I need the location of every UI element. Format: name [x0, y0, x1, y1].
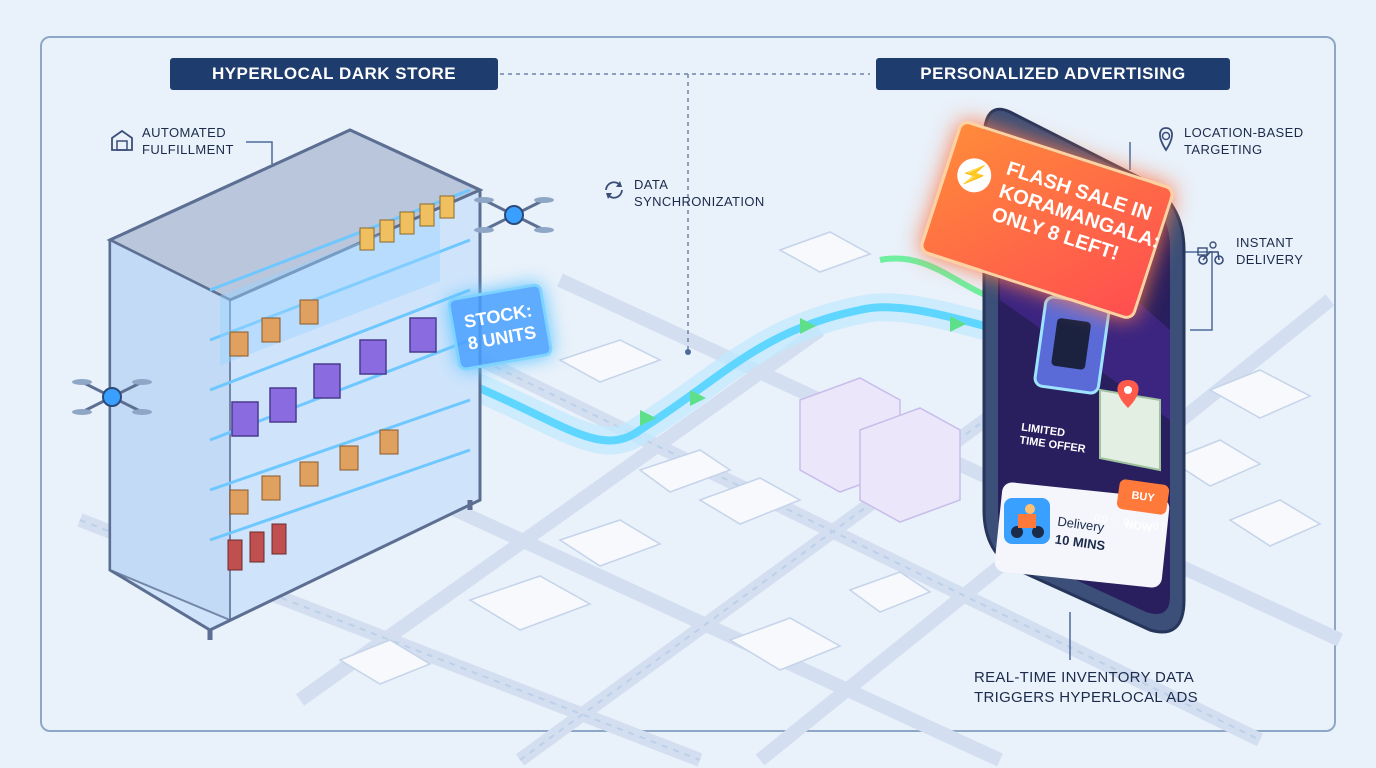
warehouse-icon [111, 129, 133, 151]
delivery-scooter-icon [1197, 241, 1224, 265]
label-instant-delivery: INSTANT DELIVERY [1236, 234, 1303, 268]
label-data-sync: DATA SYNCHRONIZATION [634, 176, 765, 210]
lightning-icon: ⚡ [952, 153, 996, 197]
label-line: INSTANT [1236, 235, 1294, 250]
footer-line-2: TRIGGERS HYPERLOCAL ADS [974, 689, 1198, 706]
label-line: DATA [634, 177, 669, 192]
label-line: SYNCHRONIZATION [634, 194, 765, 209]
drone-icon [474, 197, 554, 233]
delivery-scooter-icon [1004, 498, 1050, 544]
drone-icon [72, 379, 152, 415]
outer-frame [40, 36, 1336, 732]
header-advertising: PERSONALIZED ADVERTISING [876, 58, 1230, 90]
label-line: LOCATION-BASED [1184, 125, 1304, 140]
label-line: DELIVERY [1236, 252, 1304, 267]
label-location-targeting: LOCATION-BASED TARGETING [1184, 124, 1304, 158]
label-line: FULFILLMENT [142, 142, 234, 157]
location-pin-icon [1159, 127, 1173, 152]
label-automated-fulfillment: AUTOMATED FULFILLMENT [142, 124, 234, 158]
sync-icon [605, 181, 623, 199]
label-line: TARGETING [1184, 142, 1263, 157]
header-dark-store: HYPERLOCAL DARK STORE [170, 58, 498, 90]
footer-caption: REAL-TIME INVENTORY DATA TRIGGERS HYPERL… [974, 668, 1198, 708]
footer-line-1: REAL-TIME INVENTORY DATA [974, 669, 1195, 686]
label-line: AUTOMATED [142, 125, 227, 140]
